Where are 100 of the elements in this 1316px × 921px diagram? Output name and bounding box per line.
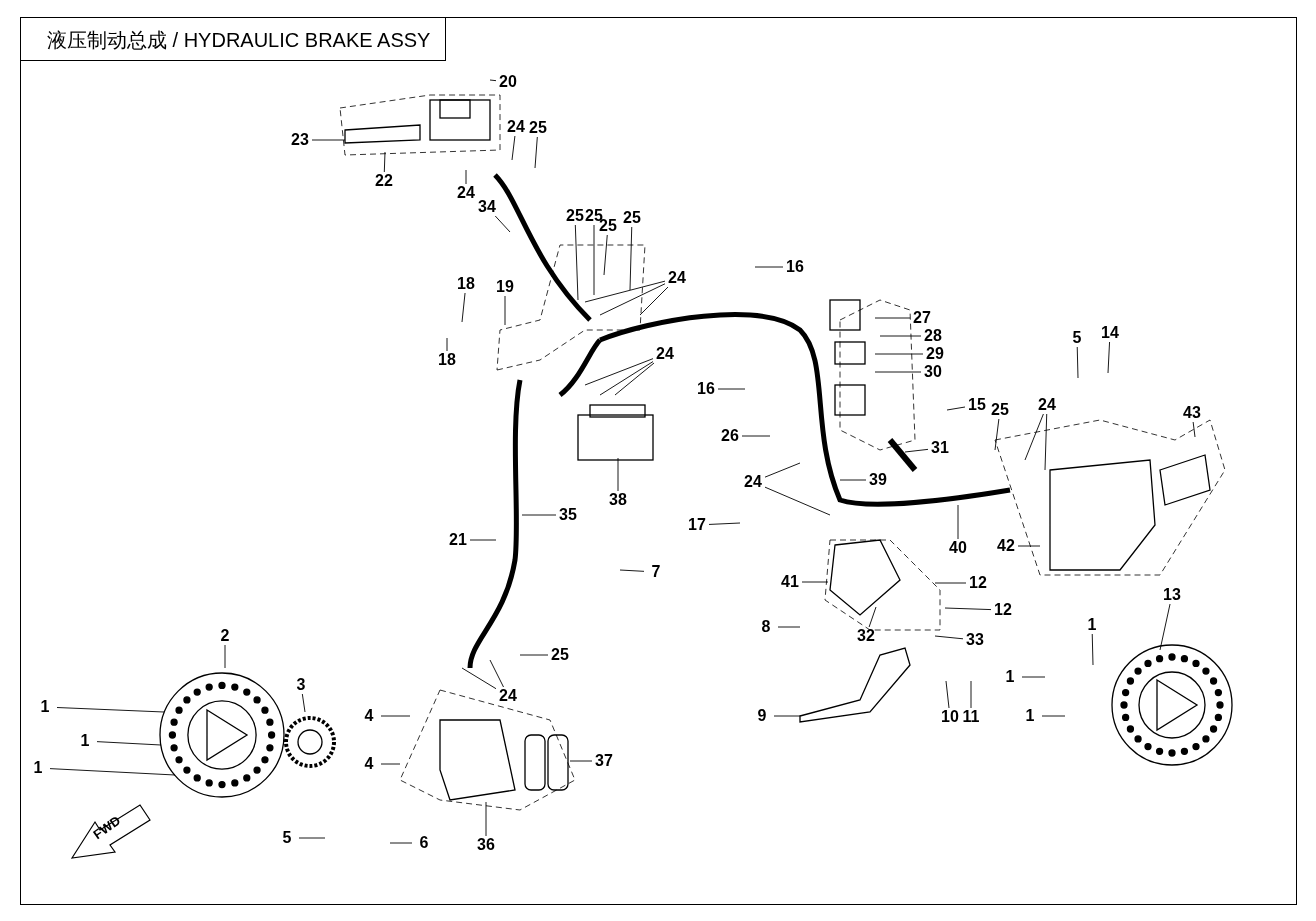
callout-number: 25	[548, 646, 572, 664]
callout-number: 12	[966, 574, 990, 592]
callout-number: 6	[412, 834, 436, 852]
callout-number: 20	[496, 73, 520, 91]
leader-line	[1192, 421, 1196, 438]
leader-line	[619, 569, 645, 572]
callout-number: 1	[1018, 707, 1042, 725]
callout-number: 38	[606, 491, 630, 509]
leader-line	[879, 335, 922, 337]
callout-number: 13	[1160, 586, 1184, 604]
callout-number: 43	[1180, 404, 1204, 422]
leader-line	[904, 448, 929, 453]
callout-number: 34	[475, 198, 499, 216]
callout-number: 25	[620, 209, 644, 227]
callout-number: 5	[1065, 329, 1089, 347]
leader-line	[504, 295, 506, 326]
leader-line	[534, 136, 538, 169]
leader-line	[389, 842, 413, 844]
leader-line	[764, 462, 801, 478]
callout-number: 41	[778, 573, 802, 591]
callout-number: 35	[556, 506, 580, 524]
callout-number: 4	[357, 707, 381, 725]
callout-number: 1	[33, 698, 57, 716]
callout-number: 31	[928, 439, 952, 457]
callout-number: 24	[454, 184, 478, 202]
leader-line	[754, 266, 784, 268]
leader-line	[489, 79, 497, 82]
leader-line	[380, 715, 411, 717]
callout-number: 40	[946, 539, 970, 557]
leader-line	[224, 644, 226, 669]
callout-number: 22	[372, 172, 396, 190]
leader-line	[868, 606, 877, 628]
leader-line	[874, 371, 922, 373]
callout-number: 1	[998, 668, 1022, 686]
leader-line	[994, 418, 1000, 451]
callout-number: 5	[275, 829, 299, 847]
callout-number: 17	[685, 516, 709, 534]
callout-number: 11	[959, 708, 983, 726]
leader-line	[494, 215, 511, 233]
leader-line	[1044, 413, 1048, 471]
leader-line	[717, 388, 746, 390]
leader-line	[1076, 346, 1079, 379]
callout-number: 33	[963, 631, 987, 649]
leader-line	[1159, 603, 1171, 651]
leader-line	[957, 504, 959, 540]
callout-number: 24	[504, 118, 528, 136]
callout-number: 9	[750, 707, 774, 725]
callout-number: 10	[938, 708, 962, 726]
callout-number: 14	[1098, 324, 1122, 342]
callout-number: 25	[526, 119, 550, 137]
leader-line	[874, 317, 911, 319]
callout-number: 24	[665, 269, 689, 287]
leader-line	[946, 406, 966, 411]
leader-line	[584, 358, 654, 386]
callout-number: 42	[994, 537, 1018, 555]
leader-line	[96, 741, 162, 746]
callout-number: 12	[991, 601, 1015, 619]
callout-number: 24	[1035, 396, 1059, 414]
callout-number: 18	[454, 275, 478, 293]
title: 液压制动总成 / HYDRAULIC BRAKE ASSY	[20, 17, 446, 61]
leader-line	[593, 224, 595, 296]
leader-line	[777, 626, 801, 628]
leader-line	[521, 514, 557, 516]
leader-line	[708, 522, 741, 525]
leader-line	[773, 715, 801, 717]
callout-number: 1	[26, 759, 50, 777]
leader-line	[944, 607, 992, 611]
callout-number: 21	[446, 531, 470, 549]
leader-line	[617, 457, 619, 492]
leader-line	[56, 707, 165, 713]
leader-line	[970, 680, 972, 709]
leader-line	[874, 353, 924, 355]
leader-line	[934, 582, 967, 584]
leader-line	[461, 667, 497, 690]
callout-number: 24	[496, 687, 520, 705]
leader-line	[614, 362, 655, 396]
leader-line	[584, 280, 666, 303]
leader-line	[1107, 341, 1110, 374]
leader-line	[1021, 676, 1046, 678]
leader-line	[1024, 413, 1044, 461]
leader-line	[301, 693, 306, 713]
leader-line	[764, 486, 831, 516]
callout-number: 19	[493, 278, 517, 296]
callout-number: 18	[435, 351, 459, 369]
callout-number: 25	[988, 401, 1012, 419]
callout-number: 36	[474, 836, 498, 854]
direction-label: FWD	[90, 812, 124, 843]
leader-line	[839, 479, 867, 481]
callout-number: 27	[910, 309, 934, 327]
callout-number: 3	[289, 676, 313, 694]
callout-number: 8	[754, 618, 778, 636]
leader-line	[1091, 633, 1094, 666]
callout-number: 39	[866, 471, 890, 489]
leader-line	[934, 635, 964, 640]
leader-line	[1041, 715, 1066, 717]
leader-line	[485, 801, 487, 837]
callout-number: 16	[783, 258, 807, 276]
leader-line	[1017, 545, 1041, 547]
callout-number: 1	[1080, 616, 1104, 634]
callout-number: 26	[718, 427, 742, 445]
